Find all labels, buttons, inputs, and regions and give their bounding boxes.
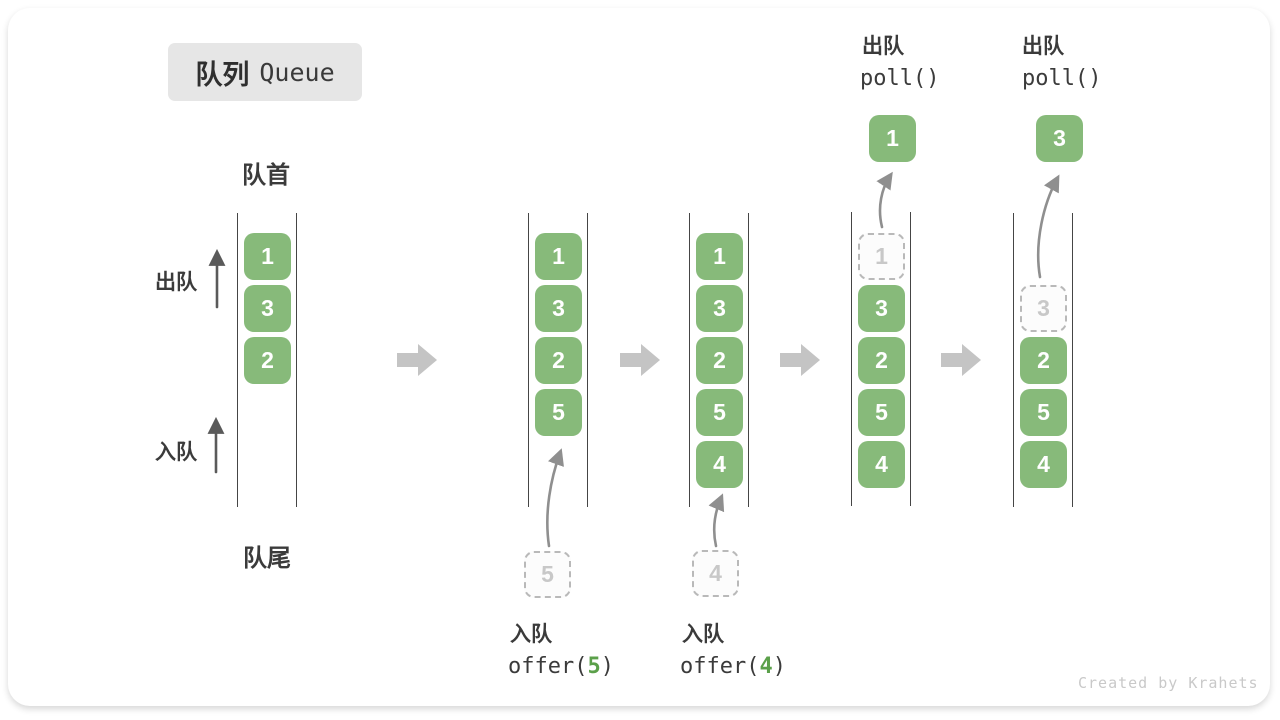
code-offer-2-prefix: offer( [680,654,760,679]
queue-channel-5 [1013,213,1073,507]
queue-item: 1 [244,233,291,280]
label-dequeue-op-2: 出队 [1022,35,1064,58]
code-offer-2-arg: 4 [759,654,773,679]
queue-item: 5 [858,389,905,436]
queue-item: 3 [244,285,291,332]
label-enqueue-side: 入队 [155,441,197,464]
queue-item: 4 [696,441,743,488]
polled-out-box: 1 [869,115,916,162]
code-offer-2-suffix: ) [772,654,786,679]
polled-out-box: 3 [1036,115,1083,162]
queue-item: 3 [858,285,905,332]
title-en: Queue [259,57,335,87]
queue-item: 4 [1020,441,1067,488]
code-poll-1: poll() [860,66,940,91]
label-queue-rear: 队尾 [243,545,291,572]
right-block-arrow-icon [941,344,981,376]
watermark: Created by Krahets [1078,674,1259,692]
title-box: 队列 Queue [168,43,362,101]
queue-item: 1 [696,233,743,280]
queue-item: 2 [696,337,743,384]
queue-item: 2 [858,337,905,384]
queue-item: 5 [696,389,743,436]
queue-item: 5 [1020,389,1067,436]
label-dequeue-side: 出队 [155,271,197,294]
queue-item: 4 [858,441,905,488]
label-enqueue-op-2: 入队 [682,623,724,646]
code-poll-2: poll() [1022,66,1102,91]
title-zh: 队列 [195,59,250,90]
code-offer-1: offer(5) [508,654,614,679]
polled-ghost-box: 3 [1020,285,1067,332]
label-dequeue-op-1: 出队 [862,35,904,58]
queue-item: 2 [535,337,582,384]
label-queue-front: 队首 [242,162,290,189]
code-offer-1-suffix: ) [600,654,614,679]
queue-channel-4 [851,212,911,506]
right-block-arrow-icon [397,344,437,376]
queue-channel-1 [237,213,297,507]
queue-item: 5 [535,389,582,436]
polled-ghost-box: 1 [858,233,905,280]
queue-item: 3 [535,285,582,332]
queue-item: 2 [1020,337,1067,384]
queue-item: 2 [244,337,291,384]
right-block-arrow-icon [620,344,660,376]
queue-channel-3 [689,213,749,507]
label-enqueue-op-1: 入队 [510,623,552,646]
incoming-ghost-box: 5 [524,551,571,598]
queue-item: 3 [696,285,743,332]
queue-item: 1 [535,233,582,280]
queue-channel-2 [528,213,588,507]
code-offer-1-arg: 5 [587,654,601,679]
code-offer-1-prefix: offer( [508,654,588,679]
incoming-ghost-box: 4 [692,550,739,597]
right-block-arrow-icon [780,344,820,376]
code-offer-2: offer(4) [680,654,786,679]
